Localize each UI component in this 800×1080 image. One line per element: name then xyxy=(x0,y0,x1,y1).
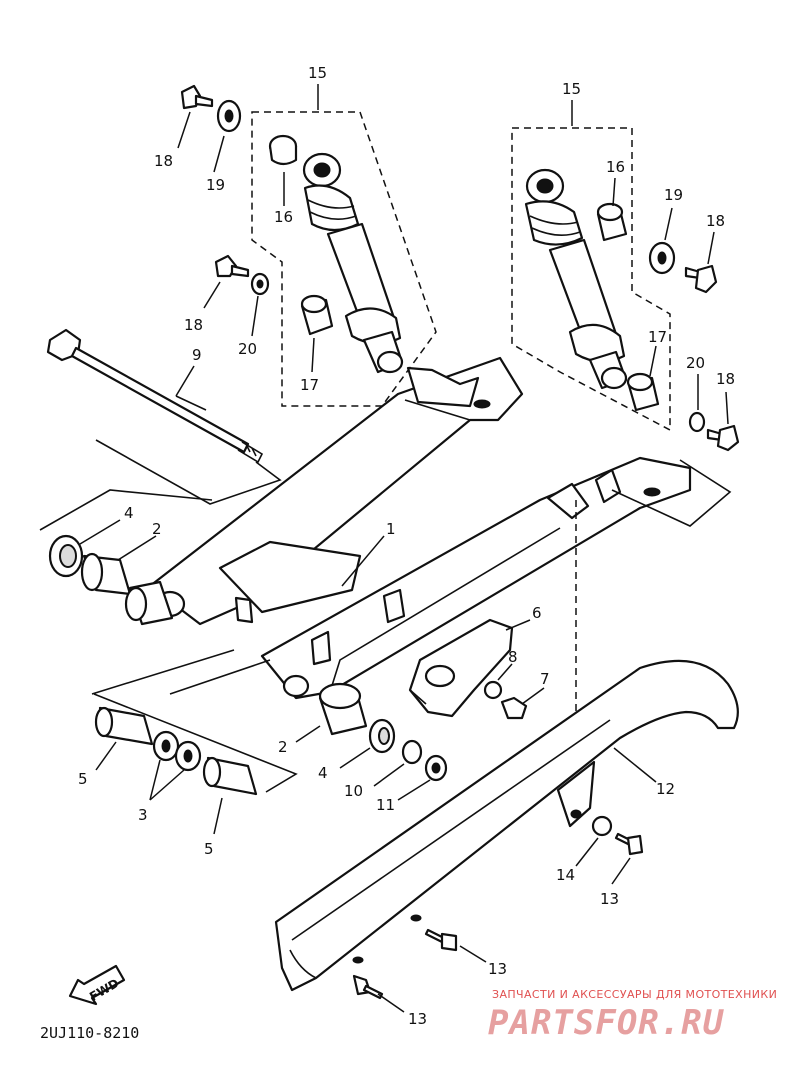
callout-18-right-top: 18 xyxy=(706,212,725,230)
bolt-18-left-mid xyxy=(214,254,250,278)
washer-3-a xyxy=(152,730,180,762)
collar-5-right xyxy=(202,756,258,796)
washer-14 xyxy=(591,815,613,837)
shock-absorber-right xyxy=(524,168,628,390)
callout-16-right: 16 xyxy=(606,158,625,176)
chain-case xyxy=(274,659,739,992)
callout-18-left-mid: 18 xyxy=(184,316,203,334)
collar-5-left xyxy=(94,706,154,746)
bushing-2-left-top xyxy=(80,552,132,596)
bolt-18-left-top xyxy=(180,84,214,110)
washer-10 xyxy=(401,739,423,765)
callout-2-left-bottom: 2 xyxy=(278,738,288,756)
pivot-shaft xyxy=(46,328,264,464)
bush-17-left xyxy=(300,294,334,336)
callout-5-right: 5 xyxy=(204,840,214,858)
callout-20-right: 20 xyxy=(686,354,705,372)
screw-13-middle xyxy=(424,928,458,952)
shock-group-left xyxy=(251,84,437,407)
callout-2-left-top: 2 xyxy=(152,520,162,538)
bush-16-left xyxy=(268,134,298,166)
shock-group-right xyxy=(511,100,671,432)
washer-20-left xyxy=(250,272,270,296)
callout-16-left: 16 xyxy=(274,208,293,226)
watermark-logo: PARTSFOR.RU xyxy=(488,1003,725,1043)
callout-6: 6 xyxy=(532,604,542,622)
callout-3: 3 xyxy=(138,806,148,824)
callout-13-bottom: 13 xyxy=(408,1010,427,1028)
callout-17-right: 17 xyxy=(648,328,667,346)
diagram-code: 2UJ110-8210 xyxy=(40,1024,139,1042)
callout-8: 8 xyxy=(508,648,518,666)
seal-4-right xyxy=(368,718,396,754)
callout-15-right: 15 xyxy=(562,80,581,98)
callout-10: 10 xyxy=(344,782,363,800)
callout-17-left: 17 xyxy=(300,376,319,394)
washer-8 xyxy=(483,680,503,700)
callout-7: 7 xyxy=(540,670,550,688)
callout-12: 12 xyxy=(656,780,675,798)
washer-19-right xyxy=(648,241,676,275)
swingarm xyxy=(148,356,692,700)
washer-3-b xyxy=(174,740,202,772)
callout-5-left: 5 xyxy=(78,770,88,788)
shock-absorber-left xyxy=(302,152,404,374)
screw-13-bottom xyxy=(352,974,384,1000)
callout-11: 11 xyxy=(376,796,395,814)
bush-17-right xyxy=(626,372,660,412)
watermark: ЗАПЧАСТИ И АКСЕССУАРЫ ДЛЯ МОТОТЕХНИКИ PA… xyxy=(488,988,777,1043)
bolt-18-right-bottom xyxy=(706,424,740,452)
washer-19-left xyxy=(216,99,242,133)
callout-14: 14 xyxy=(556,866,575,884)
nut-11 xyxy=(424,754,448,782)
callout-13-middle: 13 xyxy=(488,960,507,978)
bushing-2-right xyxy=(318,682,368,736)
callout-19-right: 19 xyxy=(664,186,683,204)
watermark-tagline: ЗАПЧАСТИ И АКСЕССУАРЫ ДЛЯ МОТОТЕХНИКИ xyxy=(492,988,777,1001)
forward-arrow-icon: FWD xyxy=(68,964,126,1006)
callout-20-left: 20 xyxy=(238,340,257,358)
seal-4-left-top xyxy=(48,534,84,578)
bolt-18-right-top xyxy=(684,264,718,294)
callout-1: 1 xyxy=(386,520,396,538)
callout-18-right-bottom: 18 xyxy=(716,370,735,388)
callout-4-right: 4 xyxy=(318,764,328,782)
chain-puller xyxy=(408,618,514,718)
bolt-7 xyxy=(500,696,528,720)
callout-18-left-top: 18 xyxy=(154,152,173,170)
callout-19-left: 19 xyxy=(206,176,225,194)
callout-labels: 15 15 18 19 16 16 19 18 18 20 9 17 17 20… xyxy=(78,64,735,1028)
bush-16-right xyxy=(596,202,628,242)
callout-13-right: 13 xyxy=(600,890,619,908)
callout-4-left-top: 4 xyxy=(124,504,134,522)
bushing-2-left-pivot xyxy=(124,580,174,626)
callout-9: 9 xyxy=(192,346,202,364)
washer-20-right xyxy=(688,411,706,433)
screw-13-right xyxy=(614,832,644,856)
callout-15-left: 15 xyxy=(308,64,327,82)
